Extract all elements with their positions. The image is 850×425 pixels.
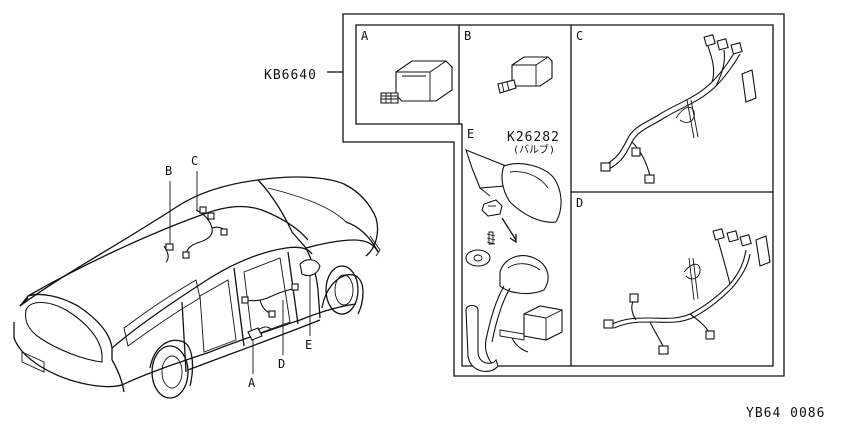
parts-frame xyxy=(342,13,785,377)
car-callouts: B C D E A xyxy=(165,154,312,390)
assembly-arrow xyxy=(501,217,517,241)
panel-label-e: E xyxy=(467,127,474,141)
panel-c-wire-harness xyxy=(600,34,757,184)
panel-b-sensor-module xyxy=(497,56,553,94)
license-plate xyxy=(21,351,45,373)
callout-b: B xyxy=(165,164,172,178)
kit-part-code: KB6640 xyxy=(264,68,317,83)
callout-c: C xyxy=(191,154,198,168)
cable-tie xyxy=(675,106,695,123)
control-box xyxy=(523,305,563,341)
callout-a: A xyxy=(248,376,256,390)
panel-d-wire-harness xyxy=(603,228,771,355)
panel-a-control-module xyxy=(380,60,453,104)
label-tag xyxy=(741,69,757,103)
washer xyxy=(465,249,491,267)
panel-e-valve-kit: K26282 (バルブ) xyxy=(465,130,563,372)
panel-label-a: A xyxy=(361,29,369,43)
car-door-mirror xyxy=(299,259,321,277)
valve-part-code: K26282 xyxy=(507,130,560,145)
valve-note: (バルブ) xyxy=(513,143,555,156)
rear-wheel xyxy=(151,345,189,399)
cable-tie xyxy=(683,263,701,280)
callout-e: E xyxy=(305,338,312,352)
panel-label-b: B xyxy=(464,29,471,43)
panel-label-c: C xyxy=(576,29,583,43)
mirror-housing xyxy=(501,163,562,223)
panel-label-d: D xyxy=(576,196,583,210)
diagram-id: YB64 0086 xyxy=(746,406,825,421)
mirror-base xyxy=(465,149,507,189)
hose xyxy=(465,304,499,372)
valve-body xyxy=(499,255,549,295)
rear-window xyxy=(24,301,103,363)
label-tag xyxy=(755,235,771,267)
callout-d: D xyxy=(278,357,285,371)
station-wagon-illustration xyxy=(13,176,381,399)
front-wheel xyxy=(325,265,359,315)
